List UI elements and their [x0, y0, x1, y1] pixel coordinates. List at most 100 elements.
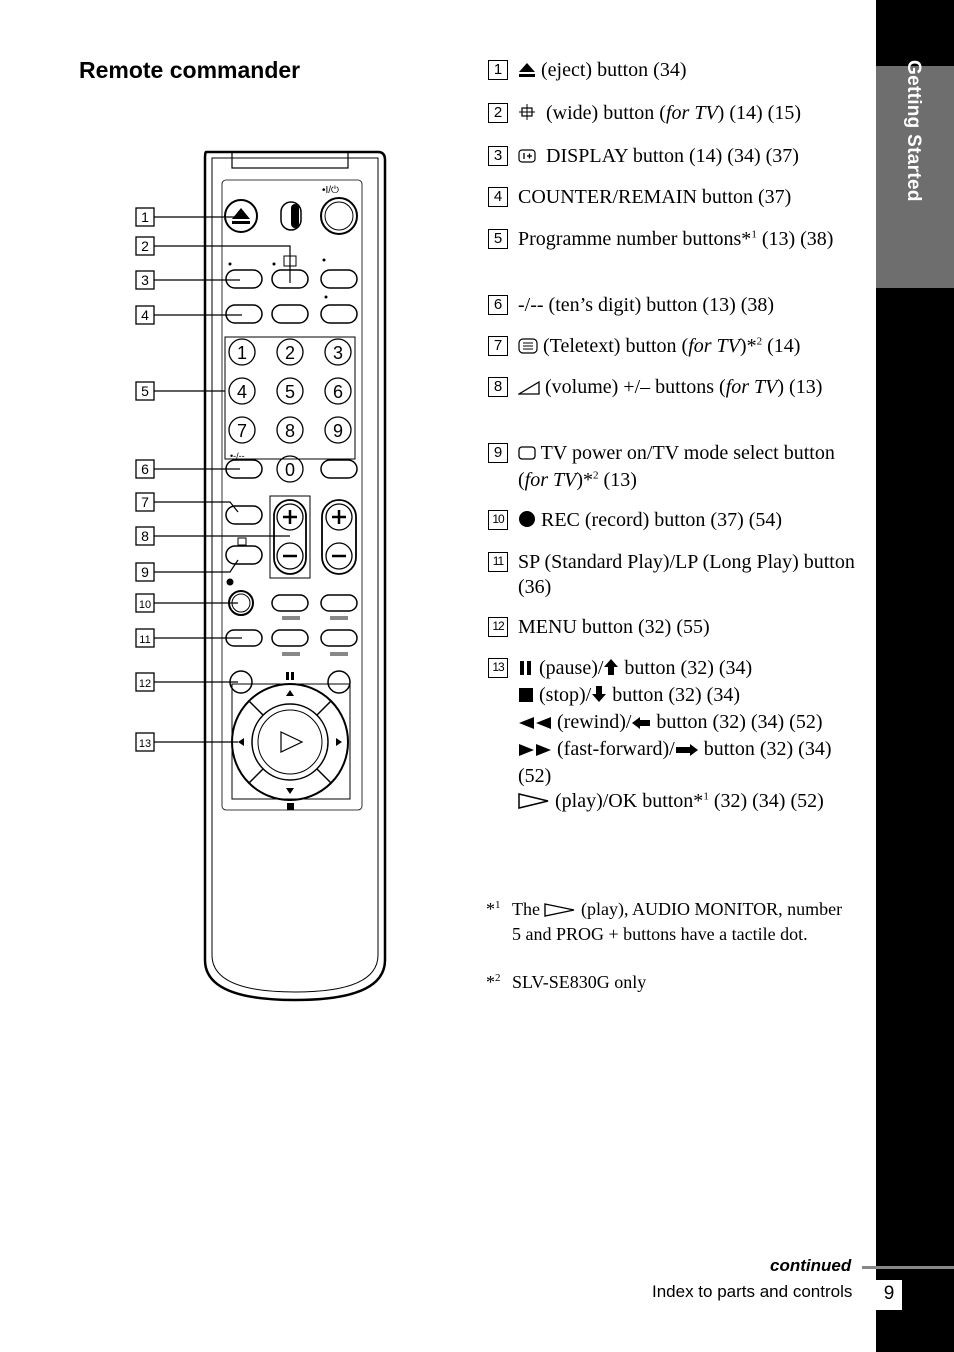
rewind-icon [518, 712, 552, 737]
callout-3: 3 [141, 272, 149, 288]
footnote: *1 The (play), AUDIO MONITOR, number 5 a… [486, 898, 846, 946]
item-text: ) (13) [777, 376, 823, 398]
item-text: SP (Standard Play)/LP (Long Play) button… [518, 551, 855, 598]
key-6: 6 [333, 382, 343, 402]
item-text: )* [739, 335, 757, 357]
callout-4: 4 [141, 307, 149, 323]
item-text: (13) (38) [756, 228, 834, 250]
item-text: (eject) button (34) [541, 59, 687, 81]
item-number: 9 [488, 443, 508, 463]
key-7: 7 [237, 421, 247, 441]
list-item: 1 (eject) button (34) [488, 58, 858, 85]
tv-power-icon [518, 443, 536, 468]
item-number: 4 [488, 187, 508, 207]
callout-markers [135, 207, 155, 752]
item-text-italic: for TV [665, 102, 718, 124]
list-item: 10 REC (record) button (37) (54) [488, 508, 858, 535]
key-3: 3 [333, 343, 343, 363]
key-1: 1 [237, 343, 247, 363]
footer-section: Index to parts and controls [652, 1282, 853, 1301]
play-icon [518, 791, 550, 816]
keypad: 1 2 3 4 5 6 7 8 9 0 [228, 338, 352, 483]
continued-rule [862, 1266, 954, 1269]
item-text: (pause)/ [539, 657, 604, 679]
leader-lines [154, 216, 291, 743]
footnote-mark: * [486, 899, 495, 919]
callout-7: 7 [141, 494, 149, 510]
item-text: (Teletext) button ( [543, 335, 689, 357]
footnote-ref: 1 [751, 228, 757, 241]
item-text: button (32) (34) [612, 684, 740, 706]
item-text-italic: for TV [688, 335, 740, 357]
stop-icon [518, 685, 534, 710]
callout-11: 11 [139, 634, 150, 646]
item-text: (rewind)/ [557, 711, 632, 733]
item-number: 7 [488, 336, 508, 356]
volume-icon [516, 377, 540, 402]
section-tab [876, 66, 954, 288]
item-text: ) (14) (15) [717, 102, 801, 124]
item-text: REC (record) button (37) (54) [541, 509, 783, 531]
item-text: (14) [762, 335, 801, 357]
key-8: 8 [285, 421, 295, 441]
item-text: button (32) (34) (52) [656, 711, 823, 733]
footnote-ref: 2 [756, 335, 763, 348]
list-item: 6 -/-- (ten’s digit) button (13) (38) [488, 293, 858, 318]
list-item: 4 COUNTER/REMAIN button (37) [488, 185, 858, 210]
key-4: 4 [237, 382, 247, 402]
key-9: 9 [333, 421, 343, 441]
remote-illustration: •I/⏻ 1 2 3 4 5 6 7 8 9 0 • [135, 150, 387, 1002]
item-text: (fast-forward)/ [557, 738, 675, 760]
down-arrow-icon [591, 685, 607, 710]
item-text: Programme number buttons* [518, 228, 752, 250]
eject-icon [518, 60, 536, 85]
item-text: DISPLAY button (14) (34) (37) [546, 145, 799, 167]
item-number: 11 [488, 552, 508, 572]
key-2: 2 [285, 343, 295, 363]
callout-1: 1 [141, 209, 149, 225]
footnote-text: (play), AUDIO MONITOR, number 5 and PROG… [512, 899, 843, 944]
footnote: *2 SLV-SE830G only [486, 971, 846, 994]
item-number: 6 [488, 295, 508, 315]
item-text: (wide) button ( [546, 102, 666, 124]
item-text: MENU button (32) (55) [518, 616, 710, 638]
left-arrow-icon [631, 712, 651, 737]
item-number: 2 [488, 103, 508, 123]
item-number: 1 [488, 60, 508, 80]
section-tab-label: Getting Started [903, 60, 924, 202]
footnote-ref: 1 [703, 790, 709, 803]
key-0: 0 [285, 460, 295, 480]
key-5: 5 [285, 382, 295, 402]
item-number: 13 [488, 658, 508, 678]
item-number: 3 [488, 146, 508, 166]
item-text: (stop)/ [539, 684, 592, 706]
item-number: 5 [488, 229, 508, 249]
item-number: 12 [488, 617, 508, 637]
item-text: COUNTER/REMAIN button (37) [518, 186, 792, 208]
list-item: 7 (Teletext) button (for TV)*2 (14) [488, 334, 858, 361]
power-label: •I/⏻ [322, 185, 339, 196]
item-text-italic: for TV [725, 376, 778, 398]
callout-5: 5 [141, 383, 149, 399]
callout-9: 9 [141, 564, 149, 580]
item-text: (volume) +/– buttons ( [545, 376, 726, 398]
item-number: 8 [488, 377, 508, 397]
play-icon [544, 900, 576, 923]
footnote-number: 2 [495, 972, 501, 984]
footnote-mark: * [486, 972, 495, 992]
callout-13: 13 [139, 738, 151, 750]
item-text: (32) (34) (52) [708, 790, 824, 812]
footnote-ref: 2 [593, 469, 599, 482]
callout-10: 10 [139, 599, 151, 611]
list-item: 3 DISPLAY button (14) (34) (37) [488, 144, 858, 171]
list-item: 8 (volume) +/– buttons (for TV) (13) [488, 375, 858, 402]
display-icon [518, 146, 536, 171]
teletext-icon [518, 336, 538, 361]
item-text: -/-- (ten’s digit) button (13) (38) [518, 294, 775, 316]
list-item: 9 TV power on/TV mode select button (for… [488, 441, 858, 493]
item-text: )* [576, 469, 594, 491]
item-text: (13) [598, 469, 637, 491]
item-text: button (32) (34) [624, 657, 753, 679]
callout-2: 2 [141, 238, 149, 254]
wide-icon [518, 103, 536, 128]
